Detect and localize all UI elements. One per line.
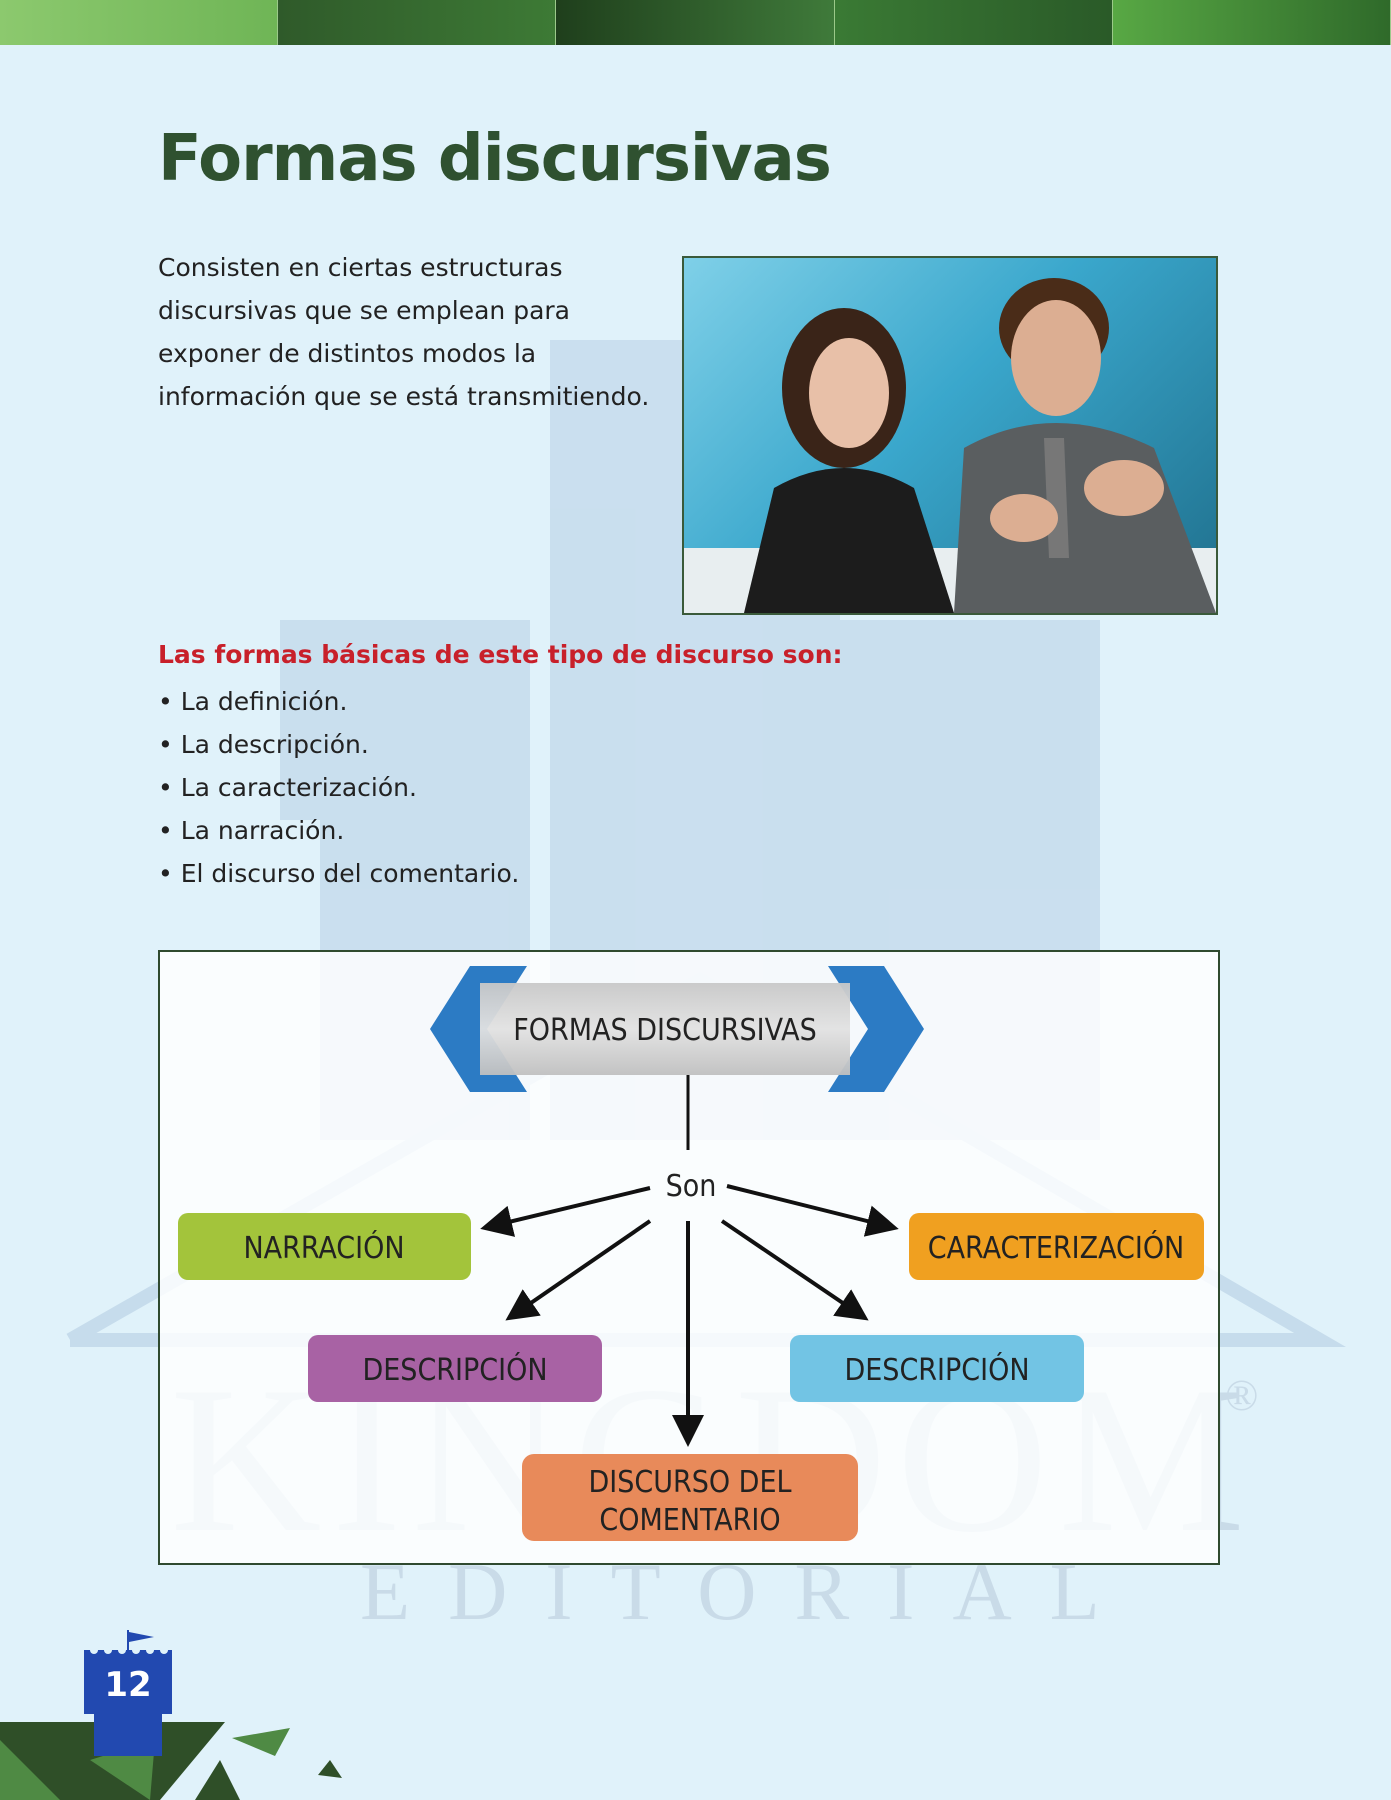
- node-narracion: [178, 1213, 471, 1280]
- list-item: • La descripción.: [158, 730, 369, 759]
- list-item: • La caracterización.: [158, 773, 417, 802]
- root-label: FORMAS DISCURSIVAS: [513, 1013, 816, 1048]
- intro-paragraph: Consisten en ciertas estructuras discurs…: [158, 253, 650, 411]
- business-people-photo: [682, 256, 1218, 615]
- svg-text:COMENTARIO: COMENTARIO: [599, 1503, 780, 1538]
- corner-triangles: [0, 1722, 342, 1800]
- top-banner: [0, 0, 1391, 45]
- arrow-narracion: [480, 1186, 651, 1237]
- page-number: 12: [104, 1665, 151, 1705]
- page-title: Formas discursivas: [158, 122, 832, 196]
- list-item: • La narración.: [158, 816, 345, 845]
- node-descripcion-right: [790, 1335, 1084, 1402]
- svg-text:CARACTERIZACIÓN: CARACTERIZACIÓN: [928, 1229, 1185, 1266]
- arrow-descripcion-left: [505, 1219, 652, 1321]
- page-number-tower: 12: [84, 1630, 172, 1756]
- svg-text:DESCRIPCIÓN: DESCRIPCIÓN: [362, 1351, 547, 1388]
- node-caracterizacion: [909, 1213, 1204, 1280]
- connector-label: Son: [666, 1169, 717, 1204]
- node-descripcion-left: [308, 1335, 602, 1402]
- arrow-caracterizacion: [726, 1184, 899, 1237]
- svg-text:DISCURSO DEL: DISCURSO DEL: [588, 1465, 791, 1500]
- svg-text:NARRACIÓN: NARRACIÓN: [243, 1229, 404, 1266]
- forms-list: • La definición. • La descripción. • La …: [158, 680, 519, 895]
- list-item: • El discurso del comentario.: [158, 859, 520, 888]
- svg-text:DESCRIPCIÓN: DESCRIPCIÓN: [844, 1351, 1029, 1388]
- list-item: • La definición.: [158, 687, 348, 716]
- node-comentario: [522, 1454, 858, 1541]
- root-box: [480, 983, 850, 1075]
- arrow-descripcion-right: [720, 1219, 869, 1321]
- concept-diagram: FORMAS DISCURSIVAS Son NARRACIÓN CARACTE…: [158, 950, 1220, 1565]
- subheading: Las formas básicas de este tipo de discu…: [158, 640, 843, 669]
- right-chevron: [828, 966, 924, 1092]
